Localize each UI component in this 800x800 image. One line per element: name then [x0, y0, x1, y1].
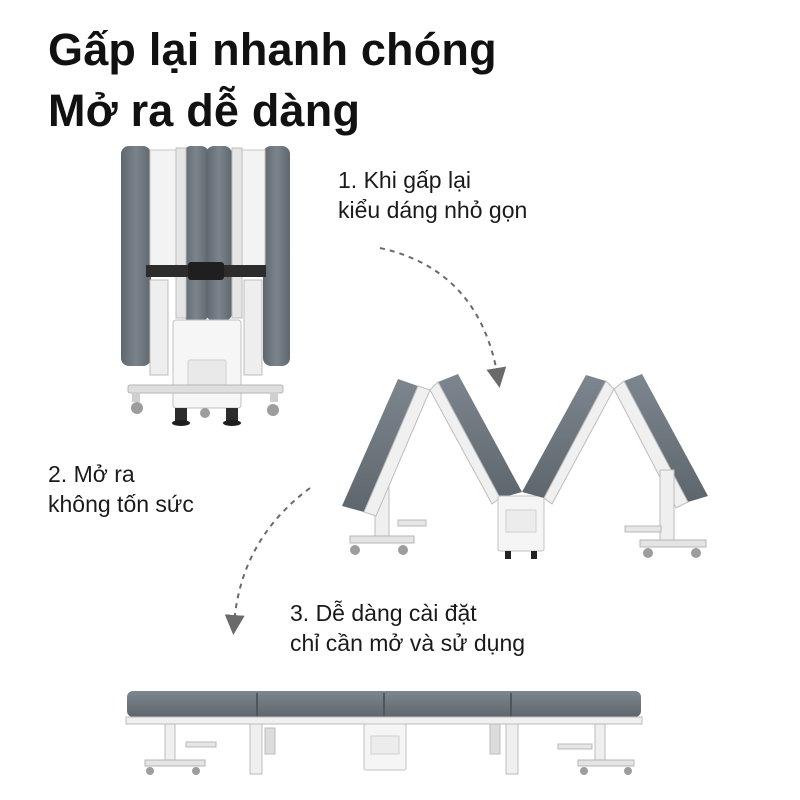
step-2-line-2: không tốn sức — [48, 491, 194, 517]
step-1-line-1: 1. Khi gấp lại — [338, 167, 471, 193]
step-1-line-2: kiểu dáng nhỏ gọn — [338, 197, 528, 223]
headline-line-2: Mở ra dễ dàng — [48, 85, 361, 136]
step-2-caption: 2. Mở ra không tốn sức — [48, 459, 194, 519]
step-1-caption: 1. Khi gấp lại kiểu dáng nhỏ gọn — [338, 165, 527, 225]
arrow-2 — [224, 487, 311, 635]
unfolding-bed — [342, 374, 708, 559]
step-2-line-1: 2. Mở ra — [48, 461, 135, 487]
arrow-1 — [379, 247, 507, 388]
step-3-caption: 3. Dễ dàng cài đặt chỉ cần mở và sử dụng — [290, 598, 525, 658]
folded-bed — [121, 146, 290, 426]
step-3-line-2: chỉ cần mở và sử dụng — [290, 630, 526, 656]
unfolded-bed — [125, 691, 643, 775]
headline-line-1: Gấp lại nhanh chóng — [48, 24, 497, 75]
step-3-line-1: 3. Dễ dàng cài đặt — [290, 600, 477, 626]
